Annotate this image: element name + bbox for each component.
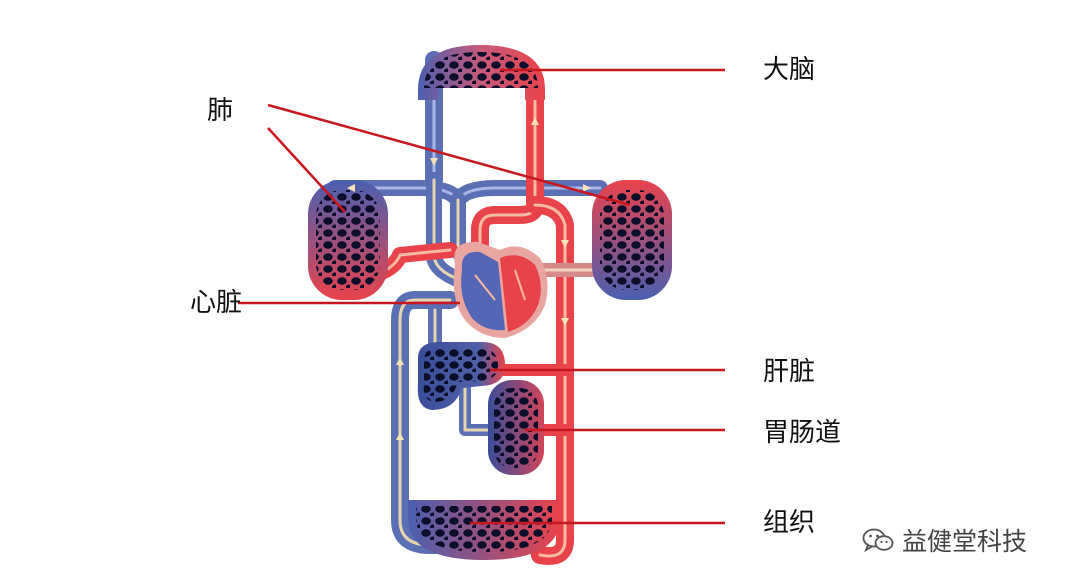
label-tissue: 组织 <box>763 508 816 538</box>
label-lung: 肺 <box>207 96 234 126</box>
gi-tract-capillary-bed <box>488 380 544 475</box>
watermark: 益健堂科技 <box>862 522 1027 558</box>
watermark-text: 益健堂科技 <box>902 527 1028 556</box>
tissue-capillary-bed <box>408 500 560 560</box>
label-heart: 心脏 <box>190 288 243 318</box>
label-brain: 大脑 <box>763 55 816 85</box>
liver-capillary-bed <box>417 342 505 410</box>
label-liver: 肝脏 <box>763 357 816 387</box>
flow-arrows <box>347 117 591 440</box>
pointer-lines <box>238 68 725 525</box>
left-lung-capillary-bed <box>308 180 388 300</box>
label-gi-tract: 胃肠道 <box>763 418 842 448</box>
brain-capillary-bed <box>418 45 545 100</box>
right-lung-capillary-bed <box>592 180 672 300</box>
heart <box>453 241 548 338</box>
wechat-icon <box>862 528 894 553</box>
